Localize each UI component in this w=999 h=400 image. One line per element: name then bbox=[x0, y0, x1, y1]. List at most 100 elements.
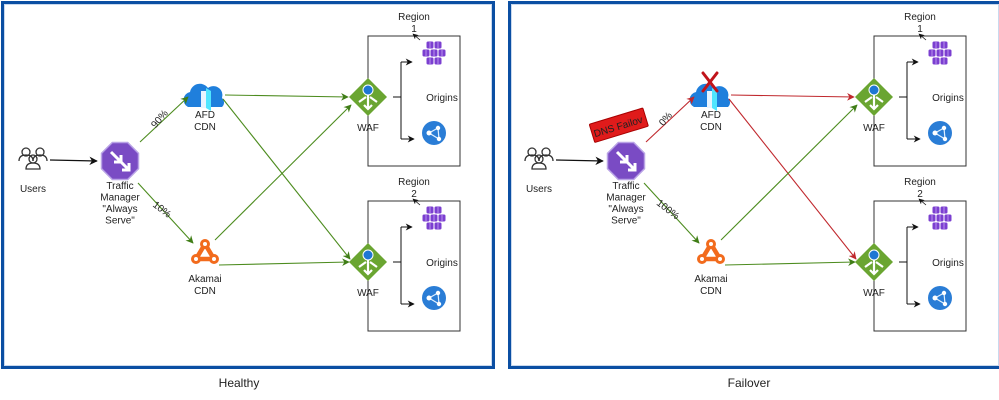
container-cluster-icon bbox=[422, 206, 446, 230]
waf-label: WAF bbox=[863, 123, 885, 134]
region-2-title-line: Region bbox=[398, 177, 430, 188]
region-1-title-line: Region bbox=[904, 12, 936, 23]
afd-traffic-share-label: 0% bbox=[657, 110, 675, 128]
traffic-manager-label-line: Traffic bbox=[106, 181, 133, 192]
users-icon bbox=[18, 147, 48, 170]
traffic-manager-label-line: Traffic bbox=[612, 181, 639, 192]
traffic-manager-label-line: Serve" bbox=[611, 216, 641, 227]
origin-bracket bbox=[899, 227, 908, 304]
waf-icon bbox=[855, 243, 893, 281]
edge-akamai-to-waf-2 bbox=[218, 258, 350, 267]
origins-label: Origins bbox=[426, 258, 458, 269]
edge-users-to-traffic-manager bbox=[555, 156, 604, 166]
edge-afd-to-waf-1 bbox=[730, 93, 855, 101]
traffic-manager-label-line: "Always bbox=[608, 204, 643, 215]
edge-akamai-to-waf-2 bbox=[724, 258, 856, 267]
waf-icon bbox=[855, 78, 893, 116]
akamai-cdn-label-line: CDN bbox=[194, 286, 216, 297]
region-1-title-line: 1 bbox=[411, 24, 417, 35]
traffic-manager-label-line: Manager bbox=[606, 193, 646, 204]
edge-to-region-title bbox=[918, 198, 927, 206]
afd-traffic-share-label: 90% bbox=[149, 108, 170, 130]
akamai-cdn-icon bbox=[191, 239, 219, 264]
edge-to-region-title bbox=[412, 198, 421, 206]
web-app-icon bbox=[422, 121, 446, 145]
container-cluster-icon bbox=[928, 206, 952, 230]
container-cluster-icon bbox=[422, 41, 446, 65]
akamai-cdn-icon bbox=[697, 239, 725, 264]
afd-cdn-label-line: CDN bbox=[194, 122, 216, 133]
waf-label: WAF bbox=[357, 288, 379, 299]
afd-cdn-icon bbox=[689, 83, 731, 111]
users-label: Users bbox=[20, 184, 46, 195]
dns-failover-badge: DNS Failov bbox=[589, 107, 649, 143]
traffic-manager-label-line: Manager bbox=[100, 193, 140, 204]
waf-label: WAF bbox=[357, 123, 379, 134]
region-1-title-line: 1 bbox=[917, 24, 923, 35]
users-icon bbox=[524, 147, 554, 170]
edge-afd-to-waf-2 bbox=[222, 98, 351, 260]
edge-users-to-traffic-manager bbox=[49, 156, 98, 166]
akamai-traffic-share-label: 100% bbox=[654, 198, 681, 222]
traffic-manager-icon bbox=[606, 141, 646, 181]
waf-label: WAF bbox=[863, 288, 885, 299]
edge-to-region-title bbox=[918, 33, 927, 41]
region-2-title-line: 2 bbox=[411, 189, 417, 200]
failover-caption: Failover bbox=[727, 376, 771, 390]
edge-traffic-manager-to-afd bbox=[139, 96, 189, 143]
traffic-manager-label-line: "Always bbox=[102, 204, 137, 215]
edge-akamai-to-waf-1 bbox=[720, 104, 858, 241]
origins-label: Origins bbox=[932, 93, 964, 104]
edge-akamai-to-waf-1 bbox=[214, 104, 352, 241]
web-app-icon bbox=[928, 286, 952, 310]
container-cluster-icon bbox=[928, 41, 952, 65]
healthy-caption: Healthy bbox=[218, 376, 260, 390]
origins-label: Origins bbox=[426, 93, 458, 104]
afd-cdn-label-line: AFD bbox=[701, 110, 721, 121]
edge-traffic-manager-to-akamai bbox=[643, 182, 700, 244]
traffic-manager-label-line: Serve" bbox=[105, 216, 135, 227]
edge-to-region-title bbox=[412, 33, 421, 41]
afd-cdn-label-line: AFD bbox=[195, 110, 215, 121]
edge-afd-to-waf-2 bbox=[728, 98, 857, 260]
web-app-icon bbox=[422, 286, 446, 310]
origin-bracket bbox=[393, 62, 402, 139]
traffic-manager-icon bbox=[100, 141, 140, 181]
edge-traffic-manager-to-afd bbox=[645, 96, 695, 143]
afd-cdn-icon bbox=[183, 83, 225, 111]
web-app-icon bbox=[928, 121, 952, 145]
waf-icon bbox=[349, 243, 387, 281]
region-1-title-line: Region bbox=[398, 12, 430, 23]
origins-label: Origins bbox=[932, 258, 964, 269]
region-2-title-line: Region bbox=[904, 177, 936, 188]
akamai-cdn-label-line: CDN bbox=[700, 286, 722, 297]
origin-bracket bbox=[899, 62, 908, 139]
region-2-title-line: 2 bbox=[917, 189, 923, 200]
origin-bracket bbox=[393, 227, 402, 304]
edge-afd-to-waf-1 bbox=[224, 93, 349, 101]
users-label: Users bbox=[526, 184, 552, 195]
edge-traffic-manager-to-akamai bbox=[137, 182, 194, 244]
akamai-cdn-label-line: Akamai bbox=[188, 274, 221, 285]
afd-cdn-label-line: CDN bbox=[700, 122, 722, 133]
akamai-cdn-label-line: Akamai bbox=[694, 274, 727, 285]
failed-x-icon bbox=[701, 71, 719, 93]
waf-icon bbox=[349, 78, 387, 116]
